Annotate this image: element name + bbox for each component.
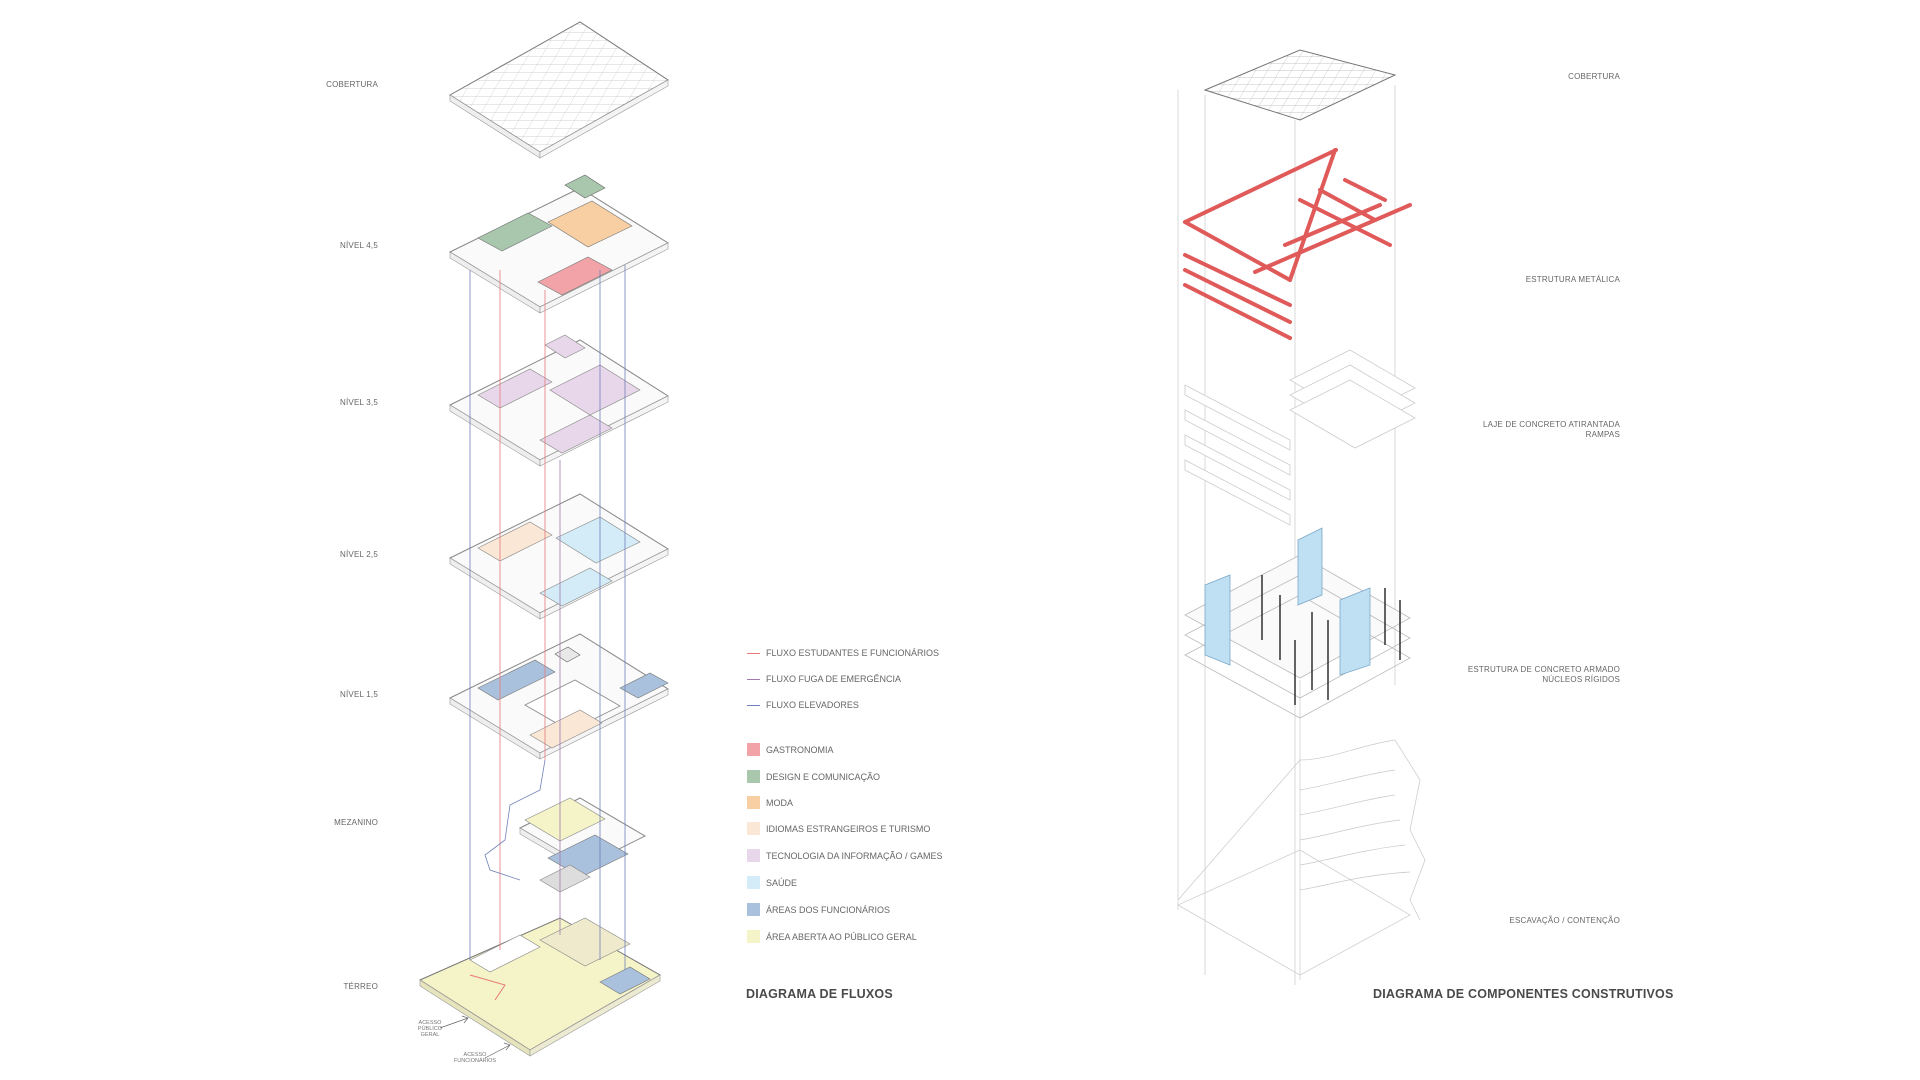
floor-nivel-25 — [448, 493, 670, 620]
access-arrows — [439, 1015, 511, 1059]
legend-label: ÁREA ABERTA AO PÚBLICO GERAL — [766, 931, 917, 942]
steel-structure — [1183, 148, 1412, 340]
flow-line-swatch — [747, 678, 760, 680]
level-label-nivel-15: NÍVEL 1,5 — [340, 690, 378, 699]
floor-mezanino — [518, 797, 647, 893]
legend-item-tecnologia: TECNOLOGIA DA INFORMAÇÃO / GAMES — [747, 849, 987, 862]
flow-diagram-title: DIAGRAMA DE FLUXOS — [746, 987, 893, 1001]
floor-nivel-45 — [448, 174, 670, 314]
flow-line-swatch — [747, 704, 760, 706]
legend-label: GASTRONOMIA — [766, 744, 834, 755]
components-diagram-title: DIAGRAMA DE COMPONENTES CONSTRUTIVOS — [1373, 987, 1674, 1001]
color-swatch — [747, 743, 760, 756]
color-swatch — [747, 796, 760, 809]
legend-label: ÁREAS DOS FUNCIONÁRIOS — [766, 904, 891, 915]
component-label-escavacao: ESCAVAÇÃO / CONTENÇÃO — [1509, 916, 1620, 925]
access-label-staff: ACESSO FUNCIONÁRIOS — [453, 1052, 497, 1064]
component-label-concreto-2: NÚCLEOS RÍGIDOS — [1542, 675, 1620, 684]
flow-line-swatch — [747, 652, 760, 654]
color-swatch — [747, 903, 760, 916]
legend-label: TECNOLOGIA DA INFORMAÇÃO / GAMES — [766, 850, 943, 861]
component-label-estrutura-metalica: ESTRUTURA METÁLICA — [1525, 275, 1620, 284]
legend-label: FLUXO ESTUDANTES E FUNCIONÁRIOS — [766, 648, 940, 658]
color-swatch — [747, 876, 760, 889]
concrete-slabs — [1184, 349, 1416, 526]
concrete-frame — [1184, 527, 1411, 719]
component-label-laje-1: LAJE DE CONCRETO ATIRANTADA — [1483, 420, 1620, 429]
legend-item-design: DESIGN E COMUNICAÇÃO — [747, 770, 987, 783]
excavation — [1177, 739, 1426, 921]
component-label-concreto-1: ESTRUTURA DE CONCRETO ARMADO — [1467, 665, 1620, 674]
color-swatch — [747, 822, 760, 835]
legend-label: SAÚDE — [766, 877, 798, 888]
level-label-mezanino: MEZANINO — [334, 818, 378, 827]
component-label-laje-2: RAMPAS — [1585, 430, 1620, 439]
level-label-nivel-35: NÍVEL 3,5 — [340, 398, 378, 407]
legend-label: DESIGN E COMUNICAÇÃO — [766, 771, 881, 782]
legend-item-saude: SAÚDE — [747, 876, 987, 889]
legend-item-publico: ÁREA ABERTA AO PÚBLICO GERAL — [747, 930, 987, 943]
legend-label: IDIOMAS ESTRANGEIROS E TURISMO — [766, 823, 931, 834]
floor-nivel-15 — [448, 633, 670, 760]
color-swatch — [747, 770, 760, 783]
legend-label: MODA — [766, 797, 793, 808]
legend-item-moda: MODA — [747, 796, 987, 809]
legend-label: FLUXO ELEVADORES — [766, 700, 859, 710]
building-envelope — [1177, 85, 1411, 985]
legend-item-idiomas: IDIOMAS ESTRANGEIROS E TURISMO — [747, 822, 987, 835]
roof-plate — [449, 21, 669, 159]
color-swatch — [747, 930, 760, 943]
legend-item-flow-elevators: FLUXO ELEVADORES — [747, 700, 987, 710]
level-label-nivel-45: NÍVEL 4,5 — [340, 241, 378, 250]
level-label-terreo: TÉRREO — [343, 982, 378, 991]
legend-label: FLUXO FUGA DE EMERGÊNCIA — [766, 674, 902, 684]
legend-item-flow-students: FLUXO ESTUDANTES E FUNCIONÁRIOS — [747, 648, 987, 658]
component-label-cobertura: COBERTURA — [1568, 72, 1620, 81]
level-label-cobertura: COBERTURA — [326, 80, 378, 89]
floor-nivel-35 — [448, 334, 670, 467]
color-swatch — [747, 849, 760, 862]
legend-item-funcionarios: ÁREAS DOS FUNCIONÁRIOS — [747, 903, 987, 916]
level-label-nivel-25: NÍVEL 2,5 — [340, 550, 378, 559]
access-label-public: ACESSO PÚBLICO GERAL — [417, 1020, 443, 1038]
legend-item-flow-emergency: FLUXO FUGA DE EMERGÊNCIA — [747, 674, 987, 684]
vertical-flows — [469, 265, 626, 970]
roof-grid — [1203, 49, 1397, 121]
legend-item-gastronomia: GASTRONOMIA — [747, 743, 987, 756]
